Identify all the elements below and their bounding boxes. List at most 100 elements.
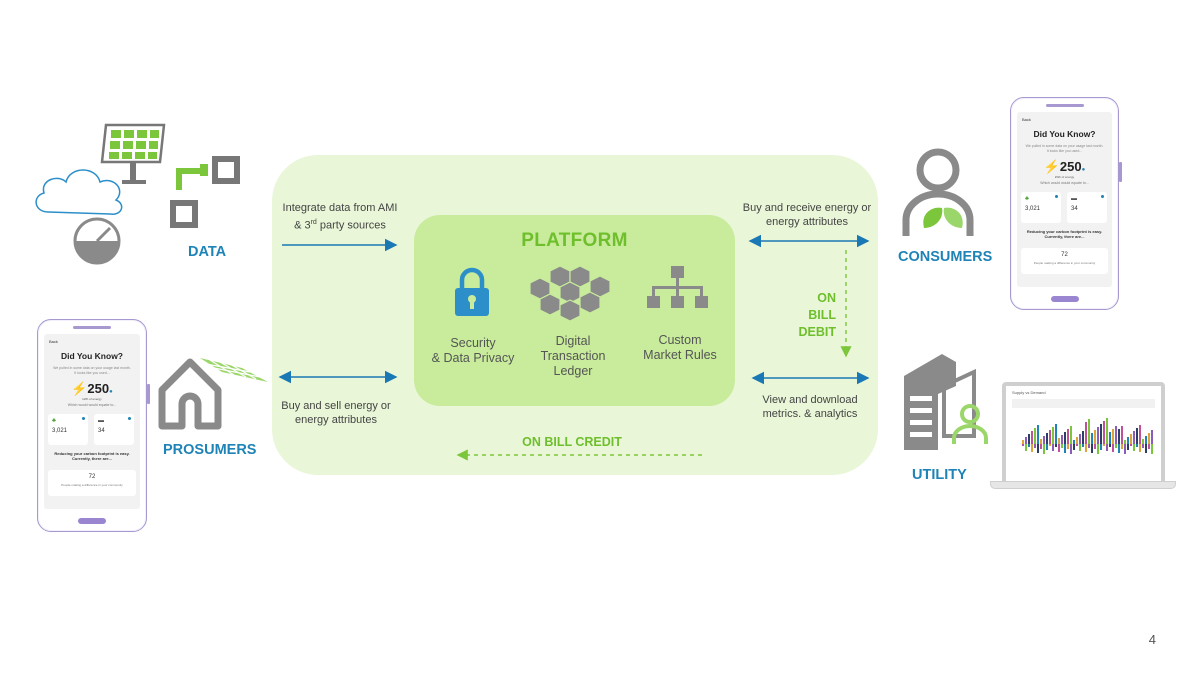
dashboard-bar (1088, 444, 1090, 448)
dashboard-bar (1097, 427, 1099, 444)
dashboard-bar (1073, 444, 1075, 450)
phone-notch (73, 326, 111, 329)
lock-icon (455, 267, 489, 316)
dashboard-bar (1055, 444, 1057, 447)
reduce-text: Reducing your carbon footprint is easy.C… (1026, 229, 1103, 239)
blocks-icon (529, 265, 611, 322)
dashboard-bar (1139, 425, 1141, 444)
dashboard-bar (1133, 431, 1135, 444)
dashboard-bar (1139, 444, 1141, 452)
dashboard-bar (1064, 432, 1066, 444)
equates-text: Which would would equate to... (67, 403, 117, 407)
dashboard-bar (1076, 444, 1078, 446)
dashboard-bar (1022, 444, 1024, 446)
dashboard-bar (1103, 444, 1105, 446)
dashboard-bar (1067, 444, 1069, 449)
dashboard-bar (1112, 429, 1114, 444)
dashboard-bar (1130, 444, 1132, 446)
dashboard-filters (1012, 399, 1155, 408)
dashboard-bar (1070, 444, 1072, 454)
utility-label: UTILITY (912, 467, 967, 483)
did-you-know-subtitle: We pulled in some data on your usage las… (53, 366, 131, 375)
dashboard-bar (1046, 433, 1048, 444)
back-link[interactable]: Back (49, 339, 58, 344)
dashboard-bar (1148, 433, 1150, 444)
car-icon: ▬ (98, 418, 104, 424)
dashboard-bar (1124, 444, 1126, 454)
did-you-know-title: Did You Know? (1033, 129, 1096, 139)
phone-side-button (1119, 162, 1122, 182)
laptop-screen: Supply vs Demand (1002, 382, 1165, 486)
dashboard-bar (1142, 444, 1144, 448)
feature-market-rules-label: Custom Market Rules (643, 333, 717, 362)
dashboard-bar (1127, 444, 1129, 450)
dashboard-bar (1061, 444, 1063, 448)
prosumers-label: PROSUMERS (163, 442, 257, 458)
dashboard-bar (1043, 436, 1045, 444)
dashboard-bar (1040, 439, 1042, 444)
did-you-know-title: Did You Know? (60, 351, 123, 361)
dashboard-bar (1118, 429, 1120, 444)
dashboard-bar (1052, 427, 1054, 444)
phone-screen: Back Did You Know? We pulled in some dat… (1017, 112, 1112, 287)
dashboard-bar (1130, 434, 1132, 444)
dashboard-bar (1034, 428, 1036, 444)
dashboard-bar (1025, 437, 1027, 444)
dashboard-bar (1058, 438, 1060, 444)
usage-value: ⚡250● (71, 381, 113, 396)
dashboard-bar (1091, 444, 1093, 453)
page-number: 4 (1148, 632, 1156, 647)
dashboard-bar (1133, 444, 1135, 451)
dashboard-bar (1088, 419, 1090, 444)
dashboard-bar (1064, 444, 1066, 453)
dashboard-bar (1034, 444, 1036, 448)
dashboard-bar (1127, 437, 1129, 444)
dashboard-bar (1025, 444, 1027, 451)
dashboard-bar (1106, 418, 1108, 444)
dashboard-bar (1070, 426, 1072, 444)
dashboard-bar (1151, 444, 1153, 454)
dashboard-bar (1058, 444, 1060, 452)
home-button[interactable] (1050, 296, 1079, 302)
dashboard-bar (1112, 444, 1114, 452)
dashboard-bar (1109, 444, 1111, 447)
dashboard-bar (1082, 444, 1084, 447)
dashboard-bar (1049, 430, 1051, 444)
dashboard-bar (1151, 430, 1153, 444)
house-solar-icon (158, 358, 268, 430)
dashboard-bar (1073, 440, 1075, 444)
back-link[interactable]: Back (1022, 117, 1031, 122)
dashboard-bar (1103, 421, 1105, 444)
dashboard-bar (1094, 430, 1096, 444)
stat-card: ♣3,021 (1021, 192, 1061, 223)
stat-card: ▬34 (94, 414, 134, 445)
prosumers-flow-text: Buy and sell energy or energy attributes (281, 400, 391, 426)
on-bill-debit-label: ON BILL DEBIT (798, 291, 837, 339)
phone-notch (1045, 104, 1084, 107)
dashboard-bar (1145, 444, 1147, 453)
dashboard-bar (1067, 429, 1069, 444)
dashboard-bar (1097, 444, 1099, 454)
dashboard-bar (1046, 444, 1048, 450)
reduce-text: Reducing your carbon footprint is easy.C… (54, 451, 130, 461)
usage-unit: kWh of energy (1054, 175, 1075, 179)
tree-icon: ♣ (1025, 196, 1029, 202)
dashboard-bar (1079, 444, 1081, 451)
cloud-icon (35, 169, 123, 215)
dashboard-bar (1028, 444, 1030, 447)
stat-card: ▬34 (1067, 192, 1107, 223)
dashboard-bar (1121, 426, 1123, 444)
dashboard-bar (1031, 444, 1033, 452)
prosumer-phone: Back Did You Know? We pulled in some dat… (37, 319, 150, 532)
dashboard-title: Supply vs Demand (1012, 390, 1046, 395)
consumers-label: CONSUMERS (898, 249, 993, 265)
consumers-flow-text: Buy and receive energy or energy attribu… (742, 202, 872, 228)
dashboard-bar (1049, 444, 1051, 446)
home-button[interactable] (78, 518, 106, 524)
dashboard-bar (1085, 422, 1087, 444)
dashboard-bar (1148, 444, 1150, 449)
stat-card: ♣3,021 (48, 414, 88, 445)
